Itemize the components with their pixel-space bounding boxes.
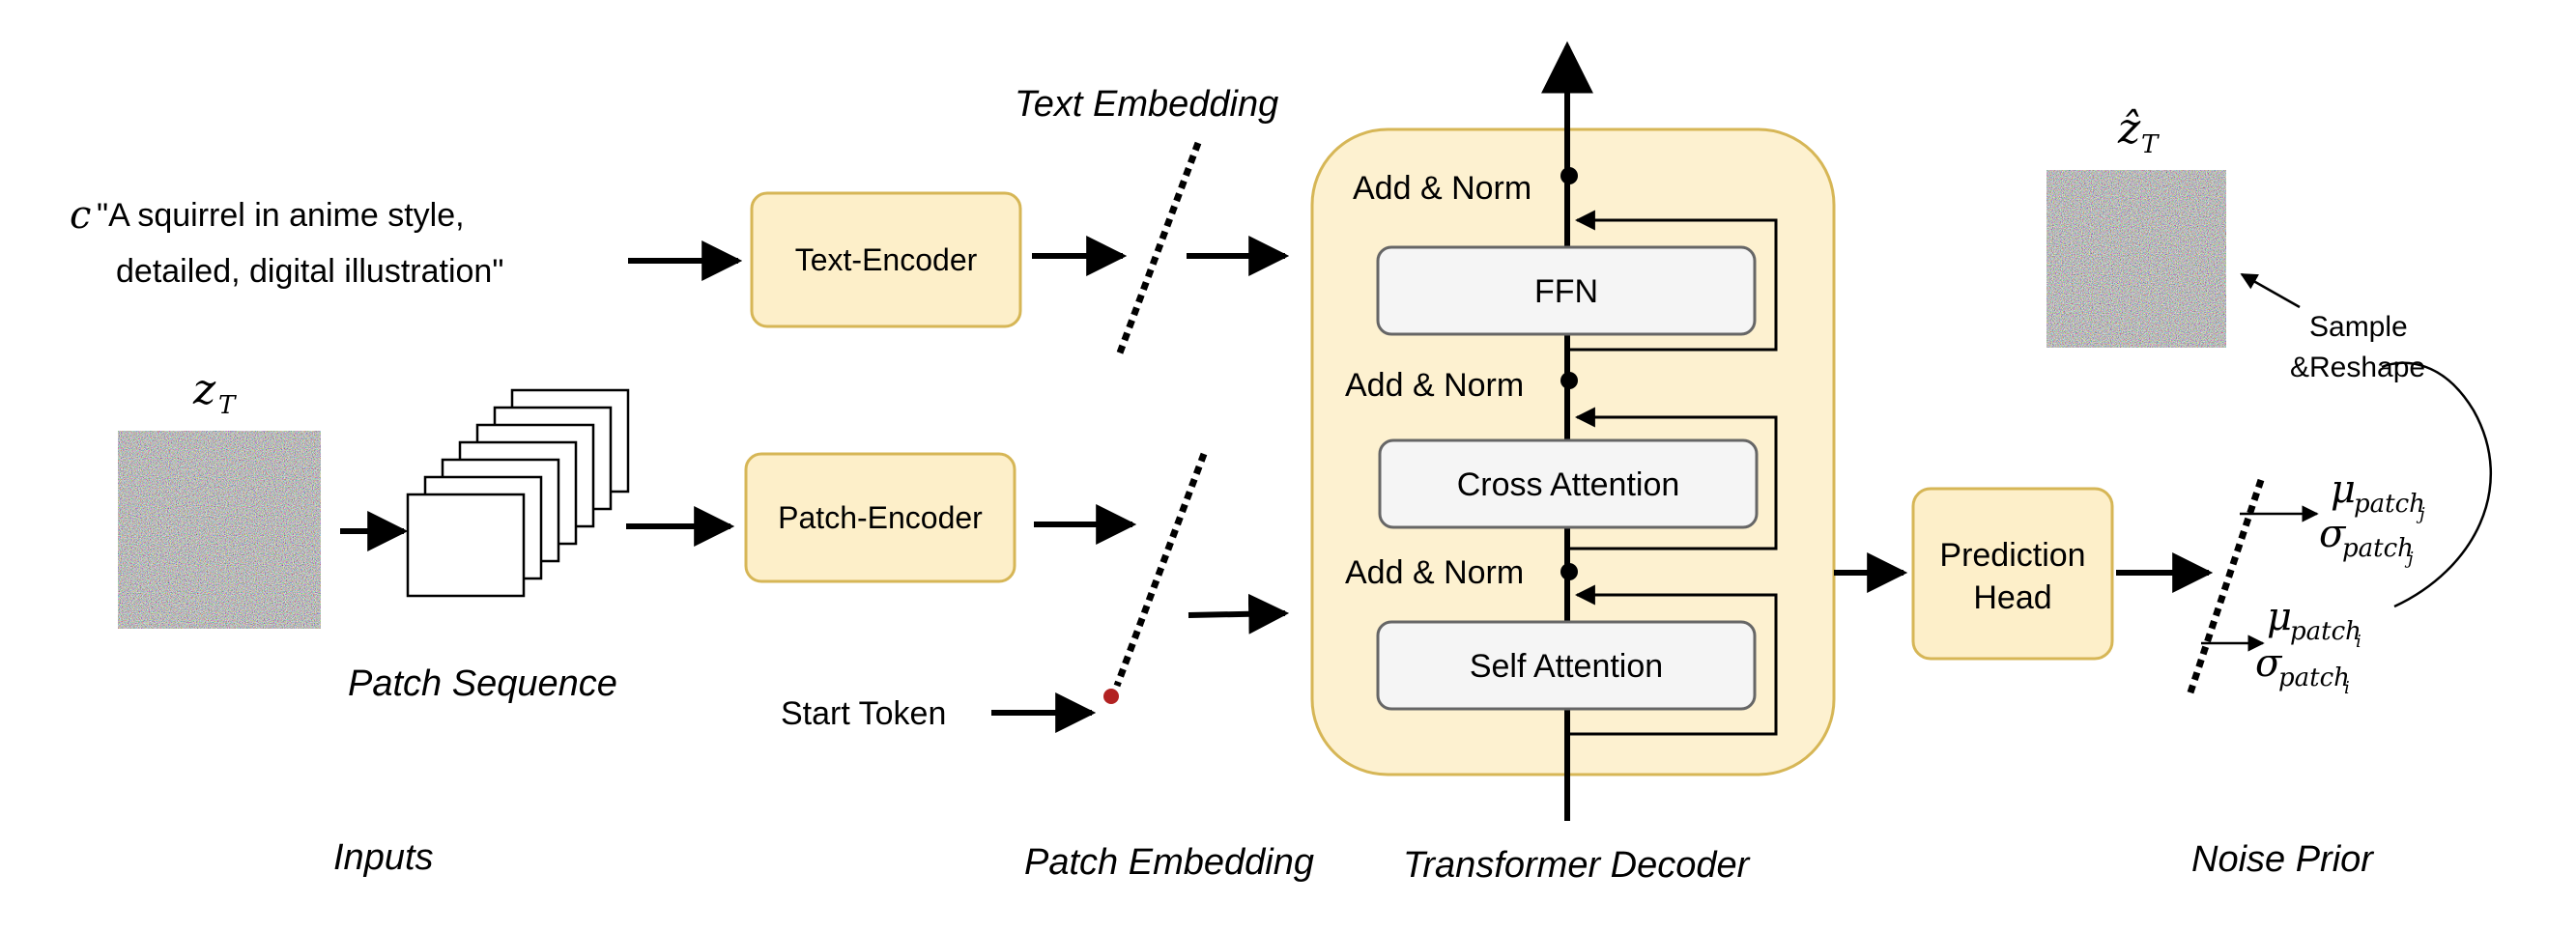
patch-sequence-label: Patch Sequence <box>348 663 617 704</box>
sigma-patch-i: σ patch i <box>2255 641 2350 698</box>
mu-patch-j: μ patch j <box>2331 467 2425 524</box>
ffn-label: FFN <box>1534 273 1598 310</box>
cross-attention-box <box>1378 438 1759 529</box>
patch-stack <box>406 388 630 598</box>
mu-patch-i: μ patch i <box>2267 595 2361 652</box>
start-token-label: Start Token <box>781 695 946 732</box>
prompt-line-1: "A squirrel in anime style, <box>97 197 465 234</box>
sigma-i-symbol: σ <box>2255 641 2283 686</box>
mu-j-subscript: patch <box>2354 490 2425 519</box>
latent-symbol: z <box>192 365 216 414</box>
sample-reshape-curve <box>2381 361 2492 608</box>
prediction-head-line-1: Prediction <box>1939 537 2085 574</box>
output-noise-image <box>2046 170 2226 348</box>
add-norm-dot-top <box>1560 167 1578 184</box>
add-norm-label-bottom: Add & Norm <box>1345 554 1524 591</box>
text-embedding-label: Text Embedding <box>1015 84 1278 125</box>
self-attention-box <box>1376 620 1757 711</box>
mu-i-subscript: patch <box>2290 617 2361 646</box>
self-attention-label: Self Attention <box>1470 648 1663 685</box>
add-norm-label-mid: Add & Norm <box>1345 367 1524 404</box>
mu-j-index: j <box>2416 504 2425 524</box>
prediction-head-line-2: Head <box>1973 579 2051 616</box>
noise-prior-section-label: Noise Prior <box>2191 839 2374 880</box>
sigma-j-symbol: σ <box>2319 512 2347 556</box>
skip-ffn <box>1569 210 1778 352</box>
latent-subscript: T <box>218 391 237 420</box>
noise-prior-tokens <box>2186 478 2265 697</box>
arrow-to-output-noise <box>2240 272 2301 309</box>
reshape-label: &Reshape <box>2290 352 2425 383</box>
inputs-section-label: Inputs <box>333 837 434 878</box>
skip-cross-attention <box>1569 407 1778 550</box>
patch-embedding-label: Patch Embedding <box>1024 842 1314 883</box>
sigma-i-subscript: patch <box>2278 663 2350 692</box>
output-noise-label: ẑ T <box>2117 104 2160 159</box>
skip-connections <box>1569 210 1778 736</box>
text-prompt: c "A squirrel in anime style, detailed, … <box>70 193 503 290</box>
sigma-i-index: i <box>2344 678 2350 698</box>
add-norm-dot-bottom <box>1560 563 1578 580</box>
prompt-line-2: detailed, digital illustration" <box>116 253 503 290</box>
patch-card <box>406 493 526 598</box>
patch-encoder-box <box>744 452 1016 583</box>
cross-attention-block: Cross Attention <box>1378 438 1759 529</box>
self-attention-block: Self Attention <box>1376 620 1757 711</box>
ffn-block: FFN <box>1376 245 1757 336</box>
text-encoder-box <box>750 191 1022 328</box>
output-symbol: ẑ <box>2117 104 2141 154</box>
mu-j-symbol: μ <box>2331 467 2356 512</box>
ffn-box <box>1376 245 1757 336</box>
arrow-patch-embedding-to-decoder <box>1188 593 1290 635</box>
text-encoder-label: Text-Encoder <box>795 242 978 277</box>
skip-self-attention <box>1569 584 1778 736</box>
text-encoder-block: Text-Encoder <box>750 191 1022 328</box>
patch-encoder-label: Patch-Encoder <box>778 500 983 535</box>
sample-label: Sample <box>2309 311 2408 343</box>
transformer-decoder-label: Transformer Decoder <box>1403 845 1751 886</box>
sigma-j-index: j <box>2404 549 2414 569</box>
latent-noise-image <box>118 431 321 629</box>
text-embedding-tokens <box>1115 141 1202 357</box>
prompt-symbol: c <box>70 193 91 238</box>
mu-i-symbol: μ <box>2267 595 2292 639</box>
patch-encoder-block: Patch-Encoder <box>744 452 1016 583</box>
prediction-head-box <box>1911 487 2114 661</box>
output-subscript: T <box>2141 130 2160 159</box>
mu-i-index: i <box>2356 632 2361 652</box>
latent-noise-label: z T <box>192 365 237 420</box>
sigma-patch-j: σ patch j <box>2319 512 2414 569</box>
start-token-dot <box>1103 689 1119 704</box>
add-norm-dot-mid <box>1560 372 1578 389</box>
patch-embedding-tokens <box>1113 452 1208 688</box>
cross-attention-label: Cross Attention <box>1457 466 1680 503</box>
add-norm-label-top: Add & Norm <box>1353 170 1531 207</box>
prediction-head-block: Prediction Head <box>1911 487 2114 661</box>
sigma-j-subscript: patch <box>2342 534 2414 563</box>
